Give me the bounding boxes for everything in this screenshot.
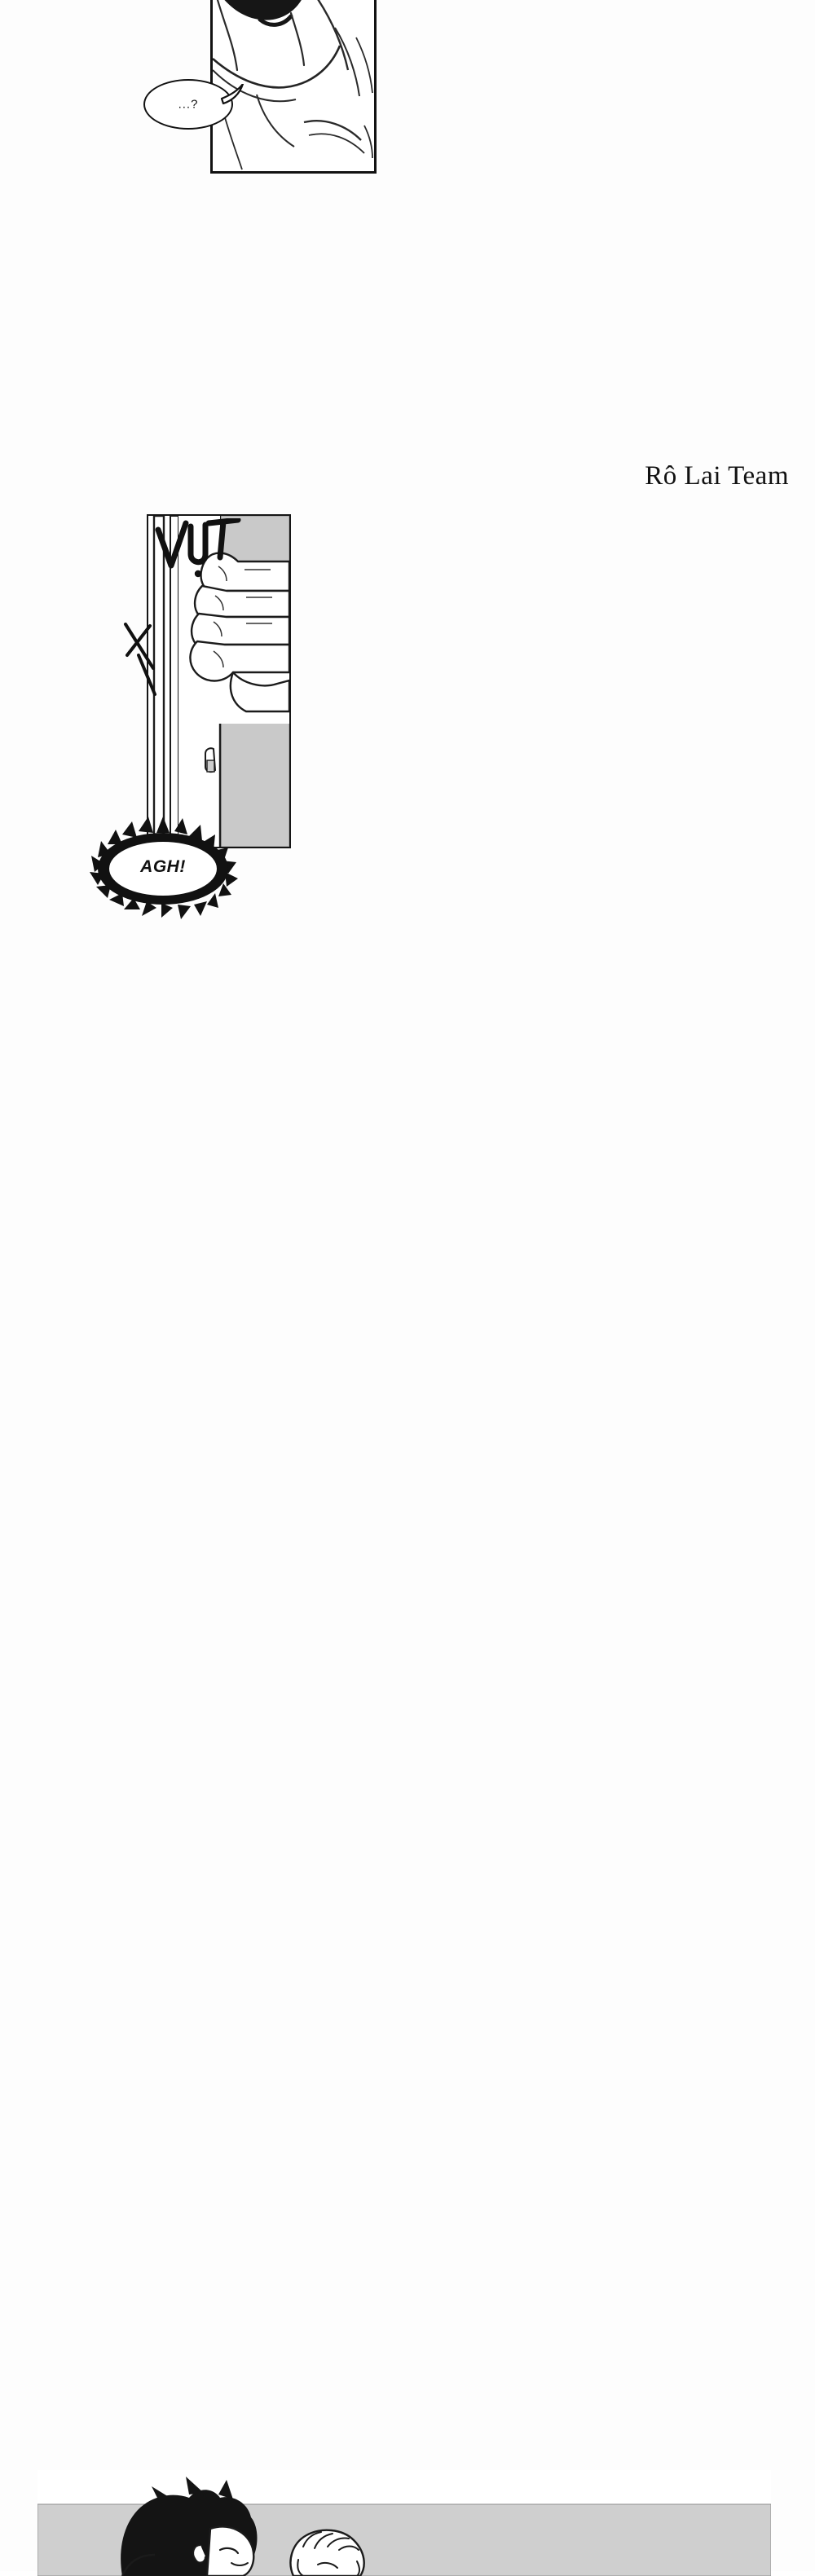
panel-door-artwork bbox=[148, 516, 289, 847]
motion-mark-icon bbox=[124, 623, 156, 696]
panel-bottom-figures bbox=[37, 2470, 771, 2576]
shout-balloon-agh: AGH! bbox=[85, 815, 241, 919]
speech-balloon-ellipsis: ...? bbox=[143, 79, 244, 130]
balloon-tail-icon bbox=[220, 84, 244, 105]
panel-top-artwork bbox=[213, 0, 374, 171]
balloon-text: ...? bbox=[178, 97, 199, 112]
balloon-oval-shape bbox=[143, 79, 233, 130]
panel-door-hand bbox=[147, 514, 291, 848]
panel-top-closeup bbox=[210, 0, 377, 174]
shout-balloon-shape bbox=[90, 817, 238, 919]
panel-bottom-artwork bbox=[37, 2470, 771, 2576]
scanlation-team-credit: Rô Lai Team bbox=[645, 461, 789, 491]
shout-balloon-text: AGH! bbox=[140, 857, 186, 876]
